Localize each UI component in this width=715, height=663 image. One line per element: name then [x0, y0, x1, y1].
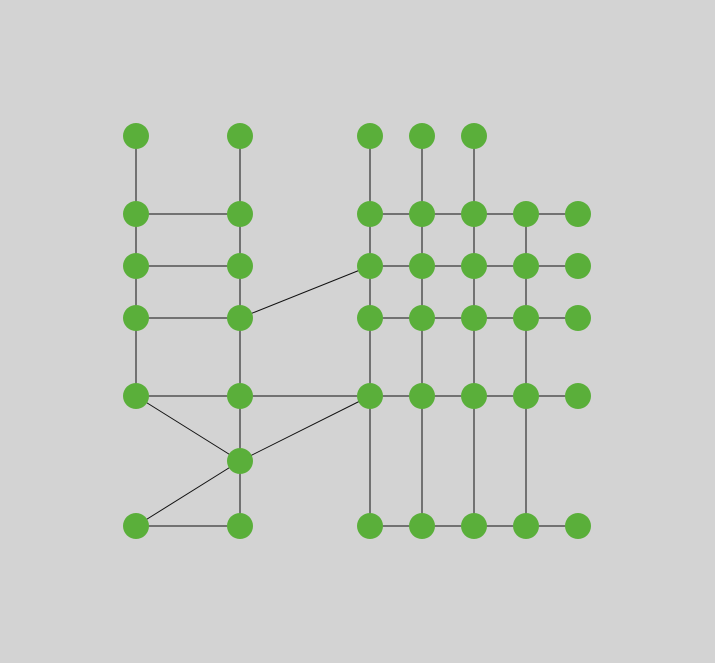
graph-node	[357, 123, 383, 149]
graph-node	[461, 201, 487, 227]
graph-node	[513, 383, 539, 409]
graph-node	[513, 305, 539, 331]
graph-node	[409, 305, 435, 331]
graph-node	[227, 123, 253, 149]
graph-node	[513, 513, 539, 539]
graph-node	[227, 305, 253, 331]
graph-node	[461, 253, 487, 279]
graph-node	[513, 253, 539, 279]
graph-node	[461, 383, 487, 409]
graph-node	[227, 253, 253, 279]
graph-node	[565, 201, 591, 227]
graph-node	[123, 383, 149, 409]
graph-node	[123, 305, 149, 331]
graph-node	[123, 123, 149, 149]
graph-node	[461, 123, 487, 149]
graph-node	[357, 383, 383, 409]
graph-edge	[135, 395, 241, 462]
graph-node	[409, 123, 435, 149]
graph-node	[227, 201, 253, 227]
graph-node	[409, 201, 435, 227]
graph-node	[513, 201, 539, 227]
graph-edge	[239, 395, 371, 462]
graph-node	[123, 201, 149, 227]
graph-node	[357, 513, 383, 539]
graph-edge	[239, 265, 371, 319]
graph-node	[565, 305, 591, 331]
graph-node	[409, 513, 435, 539]
graph-node	[227, 513, 253, 539]
graph-node	[409, 383, 435, 409]
graph-node	[123, 513, 149, 539]
graph-node	[409, 253, 435, 279]
graph-edge	[135, 460, 241, 527]
graph-node	[123, 253, 149, 279]
graph-node	[461, 305, 487, 331]
node-layer	[123, 123, 591, 539]
graph-node	[565, 513, 591, 539]
graph-node	[227, 448, 253, 474]
graph-node	[357, 253, 383, 279]
graph-node	[227, 383, 253, 409]
graph-node	[461, 513, 487, 539]
graph-node	[357, 305, 383, 331]
graph-node	[565, 253, 591, 279]
graph-node	[565, 383, 591, 409]
graph-node	[357, 201, 383, 227]
